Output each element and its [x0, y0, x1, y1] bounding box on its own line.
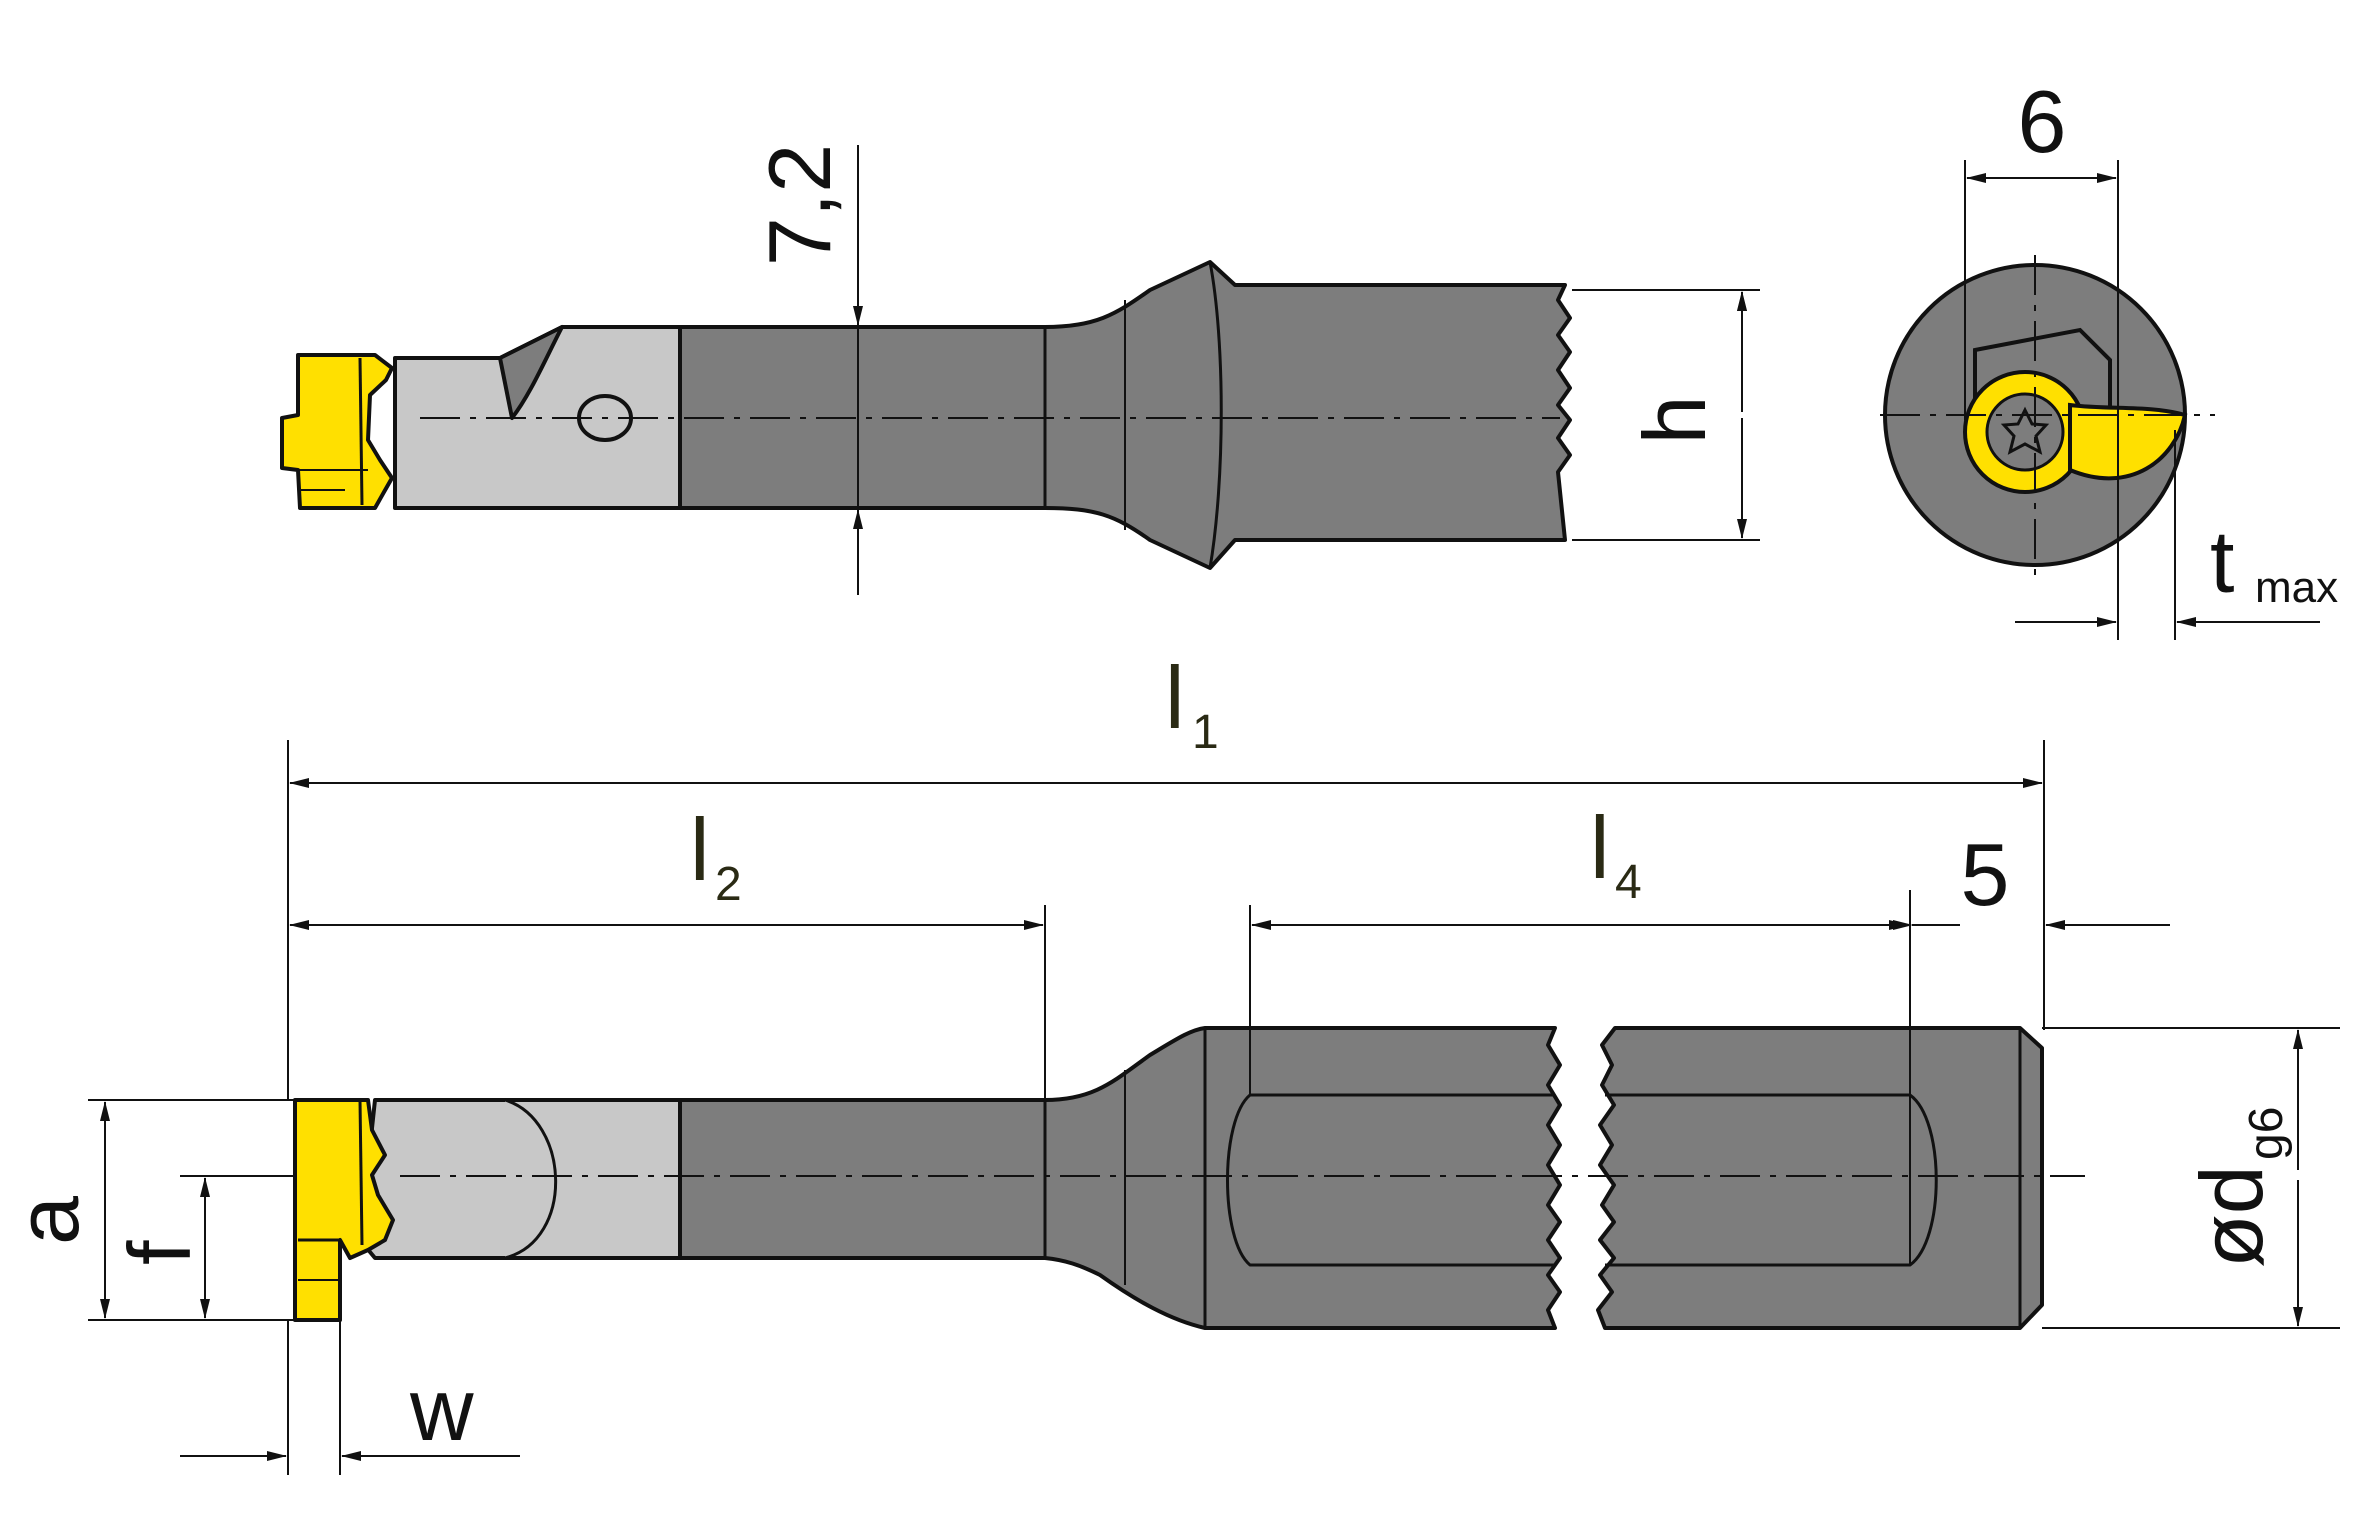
dim-f [180, 1175, 296, 1319]
dim-l1-label: l [1165, 648, 1185, 747]
flat-right [1605, 1093, 1938, 1267]
flat-left [1226, 1093, 1555, 1267]
dim-l1-sub: 1 [1192, 706, 1219, 759]
dim-w [180, 1260, 520, 1475]
dim-l4-label: l [1590, 798, 1610, 897]
top-insert [280, 353, 394, 510]
dim-6 [1964, 160, 2119, 640]
dim-f-label: f [110, 1240, 209, 1265]
dim-l4 [1249, 890, 1911, 1265]
dim-l2 [289, 905, 1046, 1100]
bottom-view [293, 1026, 2044, 1330]
dim-h [1572, 289, 1760, 541]
dim-a-label: a [0, 1196, 97, 1245]
bottom-shank-left [678, 1026, 1562, 1330]
torx-screw-icon [1985, 392, 2065, 472]
dim-d-label: ød [2182, 1165, 2281, 1268]
dim-tmax-sub: max [2255, 563, 2338, 612]
dim-5-label: 5 [1961, 825, 2010, 924]
dim-h-label: h [1625, 396, 1724, 445]
dim-7-2-label: 7,2 [750, 144, 849, 266]
torx-star [2000, 406, 2050, 455]
bottom-shank-right [1596, 1026, 2044, 1330]
dim-w-label: w [409, 1360, 474, 1459]
dim-tmax-label: t [2210, 512, 2234, 611]
dim-tmax [2015, 430, 2320, 640]
dim-d-sub: g6 [2240, 1107, 2293, 1160]
top-neck-cut [498, 325, 564, 420]
dim-l2-sub: 2 [715, 858, 742, 911]
dim-a [88, 1099, 296, 1321]
dim-d [2042, 1027, 2340, 1329]
bottom-neck-recess [504, 1098, 558, 1260]
dim-l1 [287, 740, 2045, 1100]
dim-l2-label: l [690, 800, 710, 899]
dim-6-label: 6 [2018, 72, 2067, 171]
top-view [280, 260, 1572, 570]
dim-l4-sub: 4 [1615, 856, 1642, 909]
end-view-insert-tip [2068, 402, 2188, 481]
